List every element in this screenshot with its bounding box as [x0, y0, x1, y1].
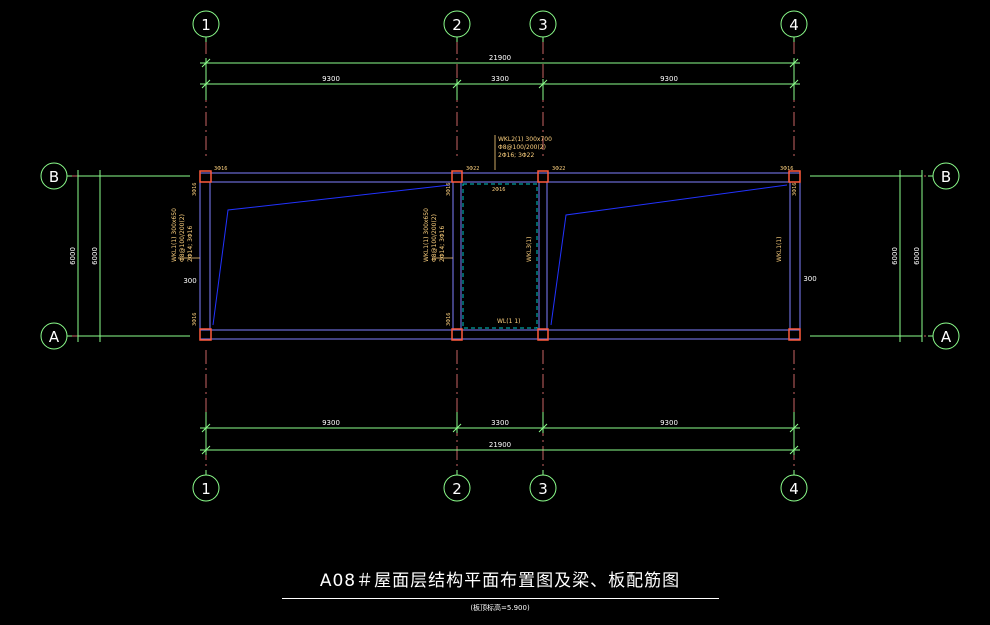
axis-labels: 1 2 3 4 1 2 3 4 B A B A [49, 16, 952, 498]
beams [199, 172, 801, 340]
beam-wl-bottom-label: WL(1 1) [497, 318, 521, 325]
axis-label-b-right: B [941, 168, 951, 186]
axis-label-3-bottom: 3 [538, 480, 548, 498]
rebar-mark-side-4: 3Φ16 [446, 183, 452, 196]
dimension-lines-top [200, 58, 800, 100]
drawing-subtitle: (板顶标高=5.900) [470, 604, 530, 612]
rebar-mark-side-5: 3Φ16 [792, 183, 798, 196]
column-a2 [451, 328, 463, 341]
dim-overall-bottom: 21900 [489, 441, 511, 449]
axis-label-3-top: 3 [538, 16, 548, 34]
columns [199, 170, 801, 341]
column-a3 [537, 328, 549, 341]
leaders [178, 135, 496, 259]
dimension-lines-sides [77, 170, 923, 342]
dim-span-right-inner: 6000 [891, 247, 899, 265]
column-b1 [199, 170, 212, 183]
slab-rebar [212, 184, 788, 326]
rebar-mark-side-1: 3Φ16 [192, 183, 198, 196]
rebar-mark-mid: 2Φ16 [492, 187, 505, 193]
dim-bay-1-bottom: 9300 [322, 419, 340, 427]
dim-overall-top: 21900 [489, 54, 511, 62]
beam-wkl1-left-line2: Φ8@100/200(2) [179, 214, 186, 262]
beam-wkl1-mid-line1: WKL1(1) 300x650 [423, 208, 430, 262]
rebar-mark-side-3: 3Φ16 [446, 313, 452, 326]
dim-bay-2-top: 3300 [491, 75, 509, 83]
dimension-lines-bottom [200, 412, 800, 455]
column-b3 [537, 170, 549, 183]
rebar-mark-b1: 3Φ16 [214, 166, 227, 172]
axis-label-a-right: A [941, 328, 952, 346]
column-a4 [788, 328, 801, 341]
beam-wkl1-mid-line2: Φ8@100/200(2) [431, 214, 438, 262]
axis-label-4-bottom: 4 [789, 480, 799, 498]
dim-offset-right: 300 [803, 275, 816, 283]
beam-wkl2-line3: 2Φ16; 3Φ22 [498, 152, 534, 159]
beam-annotations: WKL2(1) 300x700 Φ8@100/200(2) 2Φ16; 3Φ22… [171, 136, 783, 325]
beam-wkl1-mid-line3: 2Φ14; 3Φ16 [439, 226, 446, 262]
drawing-title: A08＃屋面层结构平面布置图及梁、板配筋图 [319, 571, 681, 591]
grid-centerlines [70, 40, 930, 470]
rebar-mark-b4: 3Φ16 [780, 166, 793, 172]
column-b4 [788, 170, 801, 183]
dim-offset-left: 300 [183, 277, 196, 285]
dim-span-right-outer: 6000 [913, 247, 921, 265]
dim-span-left-inner: 6000 [91, 247, 99, 265]
dim-bay-3-bottom: 9300 [660, 419, 678, 427]
title-underline [282, 598, 719, 599]
rebar-marks: 3Φ16 3Φ22 3Φ22 3Φ16 3Φ16 3Φ16 3Φ16 3Φ16 … [192, 166, 798, 326]
column-a1 [199, 328, 212, 341]
axis-label-a-left: A [49, 328, 60, 346]
dim-bay-3-top: 9300 [660, 75, 678, 83]
dim-bay-1-top: 9300 [322, 75, 340, 83]
beam-wkl1-left-line3: 2Φ14; 3Φ16 [187, 226, 194, 262]
beam-wkl1-right-label: WKL1(1) [776, 236, 783, 262]
axis-label-2-top: 2 [452, 16, 462, 34]
rebar-mark-b3: 3Φ22 [552, 166, 565, 172]
stair-opening-dashed [462, 183, 538, 329]
dim-bay-2-bottom: 3300 [491, 419, 509, 427]
beam-wkl2-line2: Φ8@100/200(2) [498, 144, 546, 151]
axis-label-1-bottom: 1 [201, 480, 211, 498]
dim-span-left-outer: 6000 [69, 247, 77, 265]
beam-wkl1-left-line1: WKL1(1) 300x650 [171, 208, 178, 262]
axis-label-1-top: 1 [201, 16, 211, 34]
dimension-texts: 21900 9300 3300 9300 9300 3300 9300 2190… [69, 54, 921, 449]
beam-wkl3-label: WKL3(1) [526, 236, 533, 262]
axis-label-b-left: B [49, 168, 59, 186]
rebar-mark-b2: 3Φ22 [466, 166, 479, 172]
axis-label-4-top: 4 [789, 16, 799, 34]
axis-label-2-bottom: 2 [452, 480, 462, 498]
rebar-mark-side-2: 3Φ16 [192, 313, 198, 326]
column-b2 [451, 170, 463, 183]
bubble-stems [67, 37, 933, 475]
beam-wkl2-line1: WKL2(1) 300x700 [498, 136, 552, 143]
